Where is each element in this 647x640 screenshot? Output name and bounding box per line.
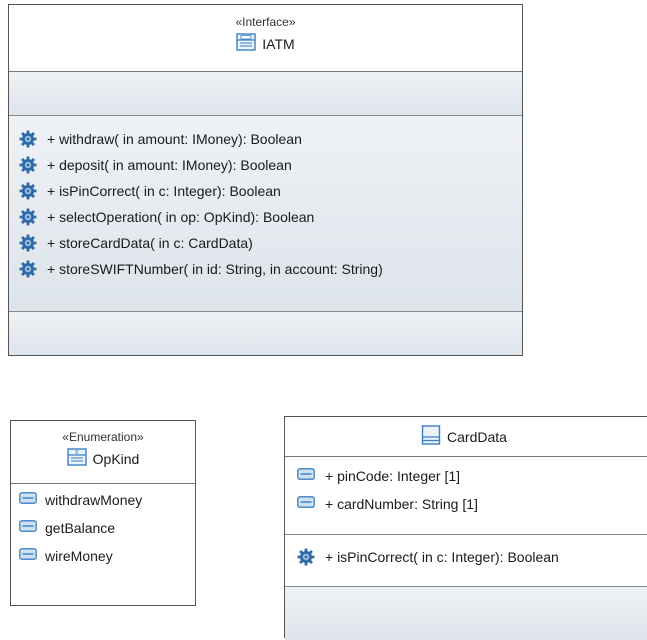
enumeration-icon: E bbox=[66, 448, 87, 469]
enum-literal-row[interactable]: withdrawMoney bbox=[11, 486, 195, 514]
operation-row[interactable]: + selectOperation( in op: OpKind): Boole… bbox=[9, 204, 522, 230]
enum-literal-label: withdrawMoney bbox=[45, 492, 143, 508]
class-name: CardData bbox=[447, 428, 507, 445]
interface-stereotype: «Interface» bbox=[235, 15, 296, 29]
operation-gear-icon bbox=[19, 208, 37, 226]
operation-row[interactable]: + isPinCorrect( in c: Integer): Boolean bbox=[285, 544, 647, 570]
operation-gear-icon bbox=[19, 130, 37, 148]
interface-iatm[interactable]: «Interface» IATM + withdraw( in amount: … bbox=[8, 4, 523, 356]
enumeration-literals-compartment: withdrawMoney getBalance wireMoney bbox=[11, 484, 195, 605]
operation-label: + deposit( in amount: IMoney): Boolean bbox=[47, 157, 292, 173]
interface-icon bbox=[236, 33, 256, 54]
interface-header: «Interface» IATM bbox=[9, 5, 522, 72]
interface-name: IATM bbox=[262, 35, 295, 52]
operation-label: + storeSWIFTNumber( in id: String, in ac… bbox=[47, 261, 383, 277]
class-carddata[interactable]: CardData + pinCode: Integer [1] + cardNu… bbox=[284, 416, 647, 640]
operation-row[interactable]: + deposit( in amount: IMoney): Boolean bbox=[9, 152, 522, 178]
operation-label: + isPinCorrect( in c: Integer): Boolean bbox=[47, 183, 281, 199]
literal-icon bbox=[19, 519, 37, 537]
operation-row[interactable]: + isPinCorrect( in c: Integer): Boolean bbox=[9, 178, 522, 204]
literal-icon bbox=[19, 547, 37, 565]
class-operations-compartment: + isPinCorrect( in c: Integer): Boolean bbox=[285, 535, 647, 587]
enumeration-opkind[interactable]: «Enumeration» E OpKind withdrawMoney get… bbox=[10, 420, 196, 606]
attribute-icon bbox=[297, 495, 315, 513]
enum-literal-label: getBalance bbox=[45, 520, 116, 536]
operation-row[interactable]: + withdraw( in amount: IMoney): Boolean bbox=[9, 126, 522, 152]
operation-label: + storeCardData( in c: CardData) bbox=[47, 235, 253, 251]
enumeration-stereotype: «Enumeration» bbox=[62, 430, 144, 444]
enum-literal-row[interactable]: wireMoney bbox=[11, 542, 195, 570]
operation-label: + selectOperation( in op: OpKind): Boole… bbox=[47, 209, 315, 225]
attribute-row[interactable]: + cardNumber: String [1] bbox=[285, 490, 647, 518]
operation-gear-icon bbox=[297, 548, 315, 566]
enumeration-name: OpKind bbox=[92, 450, 140, 467]
svg-text:E: E bbox=[75, 450, 79, 456]
attribute-label: + cardNumber: String [1] bbox=[325, 496, 478, 512]
class-header: CardData bbox=[285, 417, 647, 457]
operation-row[interactable]: + storeCardData( in c: CardData) bbox=[9, 230, 522, 256]
interface-extra-compartment bbox=[9, 312, 522, 355]
class-icon bbox=[421, 425, 441, 448]
enumeration-header: «Enumeration» E OpKind bbox=[11, 421, 195, 484]
operation-gear-icon bbox=[19, 260, 37, 278]
attribute-icon bbox=[297, 467, 315, 485]
operation-label: + withdraw( in amount: IMoney): Boolean bbox=[47, 131, 302, 147]
enum-literal-row[interactable]: getBalance bbox=[11, 514, 195, 542]
operation-row[interactable]: + storeSWIFTNumber( in id: String, in ac… bbox=[9, 256, 522, 282]
interface-attributes-compartment bbox=[9, 72, 522, 116]
class-extra-compartment bbox=[285, 587, 647, 640]
operation-label: + isPinCorrect( in c: Integer): Boolean bbox=[325, 549, 559, 565]
attribute-row[interactable]: + pinCode: Integer [1] bbox=[285, 462, 647, 490]
operation-gear-icon bbox=[19, 156, 37, 174]
interface-operations-compartment: + withdraw( in amount: IMoney): Boolean … bbox=[9, 116, 522, 312]
attribute-label: + pinCode: Integer [1] bbox=[325, 468, 461, 484]
enum-literal-label: wireMoney bbox=[45, 548, 113, 564]
operation-gear-icon bbox=[19, 234, 37, 252]
class-attributes-compartment: + pinCode: Integer [1] + cardNumber: Str… bbox=[285, 457, 647, 535]
operation-gear-icon bbox=[19, 182, 37, 200]
literal-icon bbox=[19, 491, 37, 509]
